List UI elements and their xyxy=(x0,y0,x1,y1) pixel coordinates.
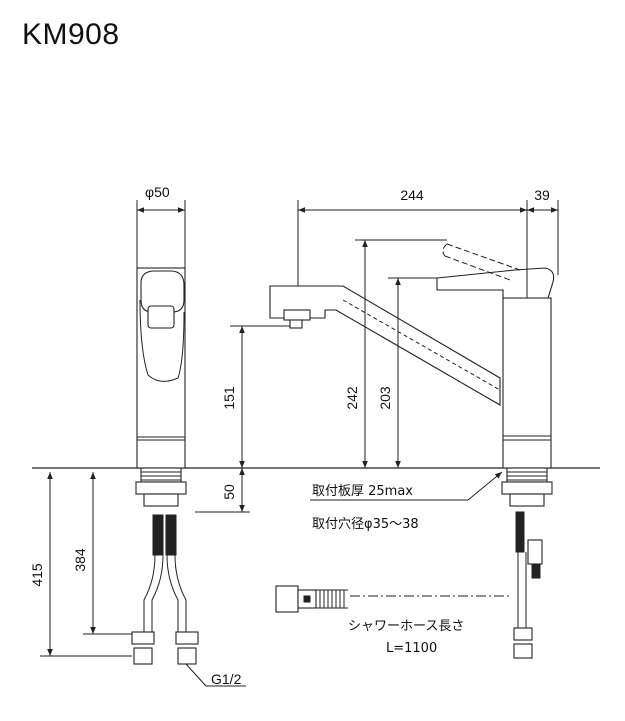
faucet-body-front xyxy=(502,297,552,469)
hose-length-note: L=1100 xyxy=(386,641,437,656)
lever-handle xyxy=(140,270,185,313)
dimension-50-label: 50 xyxy=(221,484,237,500)
dimension-tip-label: 39 xyxy=(534,187,550,203)
hot-water-fitting xyxy=(131,631,155,645)
thread-label: G1/2 xyxy=(211,671,242,687)
dimension-diameter-label: φ50 xyxy=(145,184,170,200)
model-title: KM908 xyxy=(22,18,120,51)
dimension-242-label: 242 xyxy=(344,386,360,410)
mounting-nut xyxy=(135,481,187,495)
shower-head xyxy=(275,585,299,613)
dimension-reach-label: 244 xyxy=(400,187,424,203)
dimension-415-label: 415 xyxy=(29,563,45,587)
deck-thickness-note: 取付板厚 25max xyxy=(312,484,413,499)
front-view: 244 39 151 50 242 203 取付板厚 25max 取付穴径φ35… xyxy=(195,187,559,659)
cold-water-fitting xyxy=(175,631,199,645)
dimension-203-label: 203 xyxy=(377,386,393,410)
lever-handle-front xyxy=(436,267,555,299)
hole-diameter-note: 取付穴径φ35～38 xyxy=(312,517,419,532)
shower-hose-note: シャワーホース長さ xyxy=(348,619,464,634)
side-view: φ50 415 384 G1/2 xyxy=(29,184,246,687)
dimension-384-label: 384 xyxy=(72,548,88,572)
dimension-151-label: 151 xyxy=(221,386,237,410)
